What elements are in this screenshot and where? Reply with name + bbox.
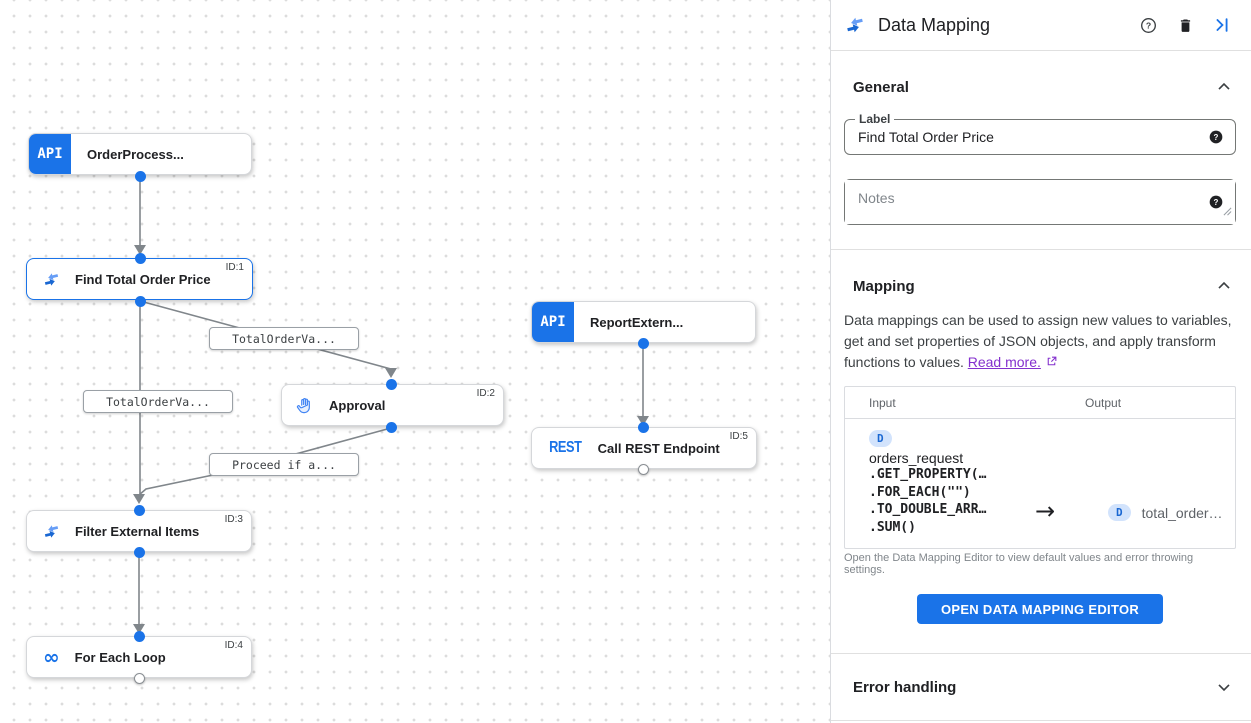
mapping-description: Data mappings can be used to assign new … [844, 312, 1232, 370]
approval-hand-icon [295, 396, 314, 415]
section-mapping-header[interactable]: Mapping [844, 274, 1236, 298]
read-more-link[interactable]: Read more. [967, 354, 1041, 370]
edge-lines [133, 176, 649, 634]
label-input[interactable] [845, 129, 1235, 145]
help-icon[interactable]: ? [1208, 129, 1224, 145]
connector-dot[interactable] [133, 630, 145, 642]
connector-dot[interactable] [134, 170, 146, 182]
datatype-badge: D [1108, 504, 1131, 521]
node-id-label: ID:5 [729, 431, 748, 442]
section-title: General [853, 78, 909, 96]
transform-function: .TO_DOUBLE_ARR… [869, 502, 987, 517]
connector-dot[interactable] [637, 337, 649, 349]
mapping-table: Input Output D orders_request .GET_PROPE… [844, 386, 1236, 549]
chevron-up-icon[interactable] [1212, 75, 1236, 99]
rest-icon: REST [549, 439, 582, 456]
mapping-footnote: Open the Data Mapping Editor to view def… [844, 552, 1194, 576]
node-id-label: ID:1 [225, 262, 244, 273]
connector-dot[interactable] [385, 421, 397, 433]
node-find-total-order-price[interactable]: ID:1 Find Total Order Price [26, 258, 253, 300]
data-mapping-icon [43, 271, 60, 288]
svg-text:?: ? [1214, 133, 1219, 142]
label-field-label: Label [855, 112, 895, 126]
section-title: Error handling [853, 678, 957, 696]
input-variable: orders_request [869, 450, 964, 466]
notes-field: ? [844, 179, 1236, 225]
data-mapping-icon [845, 13, 865, 37]
output-variable: total_order… [1141, 504, 1223, 521]
edge-label[interactable]: TotalOrderVa... [209, 327, 359, 350]
arrow-right-icon: → [1035, 497, 1056, 525]
edge-label[interactable]: TotalOrderVa... [83, 390, 233, 413]
connector-dot[interactable] [133, 504, 145, 516]
delete-icon[interactable] [1173, 13, 1197, 37]
resize-handle-icon[interactable] [1223, 203, 1232, 221]
transform-function: .GET_PROPERTY(… [869, 467, 987, 482]
node-label: ReportExtern... [590, 314, 684, 330]
mapping-table-row: D orders_request .GET_PROPERTY(… .FOR_EA… [845, 419, 1235, 548]
api-trigger-icon: API [532, 302, 574, 342]
node-label: Approval [329, 397, 386, 413]
flow-canvas[interactable]: TotalOrderVa... TotalOrderVa... Proceed … [0, 0, 830, 723]
external-link-icon [1047, 356, 1057, 366]
node-label: For Each Loop [74, 649, 166, 665]
node-for-each-loop[interactable]: ID:4 ∞ For Each Loop [26, 636, 252, 678]
api-trigger-icon: API [29, 134, 71, 174]
input-column-header: Input [869, 395, 896, 410]
section-general-header[interactable]: General [844, 75, 1236, 99]
connector-dot[interactable] [134, 252, 146, 264]
datatype-badge: D [869, 430, 892, 447]
connector-dot[interactable] [134, 295, 146, 307]
chevron-down-icon[interactable] [1212, 675, 1236, 699]
svg-text:?: ? [1214, 198, 1219, 207]
loop-icon: ∞ [43, 645, 60, 669]
chevron-up-icon[interactable] [1212, 274, 1236, 298]
help-icon[interactable]: ? [1136, 13, 1160, 37]
node-filter-external-items[interactable]: ID:3 Filter External Items [26, 510, 252, 552]
section-mapping: Mapping Data mappings can be used to ass… [831, 250, 1251, 654]
open-data-mapping-editor-button[interactable]: OPEN DATA MAPPING EDITOR [916, 594, 1164, 624]
collapse-panel-icon[interactable] [1210, 13, 1234, 37]
node-order-process-trigger[interactable]: API OrderProcess... [28, 133, 252, 175]
node-call-rest-endpoint[interactable]: ID:5 REST Call REST Endpoint [531, 427, 757, 469]
connector-dot-open[interactable] [637, 463, 649, 475]
panel-header: Data Mapping ? [831, 0, 1251, 51]
output-column-header: Output [1085, 395, 1122, 410]
notes-input[interactable] [845, 180, 1235, 224]
data-mapping-icon [43, 523, 60, 540]
connector-dot-open[interactable] [133, 672, 145, 684]
section-error-handling-header[interactable]: Error handling [844, 654, 1236, 720]
mapping-table-header: Input Output [845, 387, 1235, 419]
transform-function: .FOR_EACH("") [869, 484, 971, 500]
node-label: Call REST Endpoint [597, 440, 720, 456]
edge-label[interactable]: Proceed if a... [209, 453, 359, 476]
transform-function: .SUM() [869, 519, 916, 535]
section-general: General Label ? ? [831, 51, 1251, 250]
connector-dot[interactable] [637, 421, 649, 433]
section-error-handling: Error handling [831, 654, 1251, 721]
svg-text:?: ? [1145, 20, 1150, 30]
panel-title: Data Mapping [878, 14, 991, 35]
section-title: Mapping [853, 277, 915, 295]
node-label: Filter External Items [75, 523, 200, 539]
node-id-label: ID:3 [224, 514, 243, 525]
help-icon[interactable]: ? [1208, 194, 1224, 210]
node-label: OrderProcess... [87, 146, 184, 162]
node-id-label: ID:4 [224, 640, 243, 651]
node-label: Find Total Order Price [75, 271, 211, 287]
config-panel: Data Mapping ? General Label ? [830, 0, 1251, 723]
node-id-label: ID:2 [476, 388, 495, 399]
connector-dot[interactable] [385, 378, 397, 390]
connector-dot[interactable] [133, 546, 145, 558]
node-approval[interactable]: ID:2 Approval [281, 384, 504, 426]
node-report-extern-trigger[interactable]: API ReportExtern... [531, 301, 756, 343]
label-field: Label ? [844, 112, 1236, 155]
